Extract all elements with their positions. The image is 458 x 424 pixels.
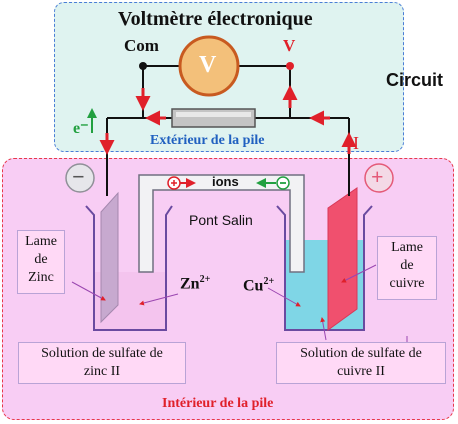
electron-label: e⁻ xyxy=(73,120,89,137)
zinc-solution-label: Solution de sulfate de zinc II xyxy=(18,342,186,384)
zinc-plate-label: Lame de Zinc xyxy=(17,230,65,294)
salt-bridge-label: Pont Salin xyxy=(189,212,253,228)
voltmeter xyxy=(178,35,240,97)
current-label: I xyxy=(353,133,359,153)
zinc-beaker xyxy=(85,205,173,331)
zinc-plate-label-line: Zinc xyxy=(28,270,54,285)
ions-label: ions xyxy=(212,174,239,189)
zinc-plate-label-line: Lame xyxy=(25,234,57,249)
com-label: Com xyxy=(124,36,159,55)
copper-plate-label: Lame de cuivre xyxy=(377,236,437,300)
com-terminal xyxy=(139,62,147,70)
copper-ion-label: Cu2+ xyxy=(243,276,274,295)
copper-ion-symbol: Cu xyxy=(243,277,264,295)
copper-solution-label-line: cuivre II xyxy=(337,364,385,379)
zinc-solution-label-line: zinc II xyxy=(83,364,121,379)
copper-plate-label-line: de xyxy=(400,258,414,273)
zinc-ion-symbol: Zn xyxy=(180,275,200,293)
copper-plate-label-line: Lame xyxy=(391,240,423,255)
current-arrows xyxy=(99,85,357,155)
minus-symbol: − xyxy=(72,164,85,189)
zinc-plate-label-line: de xyxy=(34,252,48,267)
copper-solution-label-line: Solution de sulfate de xyxy=(300,346,422,361)
anion-badge xyxy=(276,176,290,190)
zinc-ion-charge: 2+ xyxy=(199,274,211,285)
plus-symbol: + xyxy=(371,164,384,189)
zinc-ion-label: Zn2+ xyxy=(180,274,210,293)
copper-ion-charge: 2+ xyxy=(263,276,275,287)
negative-terminal-badge xyxy=(65,163,95,193)
voltmeter-symbol: V xyxy=(199,52,217,78)
diagram-title: Voltmètre électronique xyxy=(118,8,313,30)
cation-badge xyxy=(167,176,181,190)
resistor xyxy=(171,108,256,128)
copper-plate xyxy=(327,187,358,331)
zinc-solution-label-line: Solution de sulfate de xyxy=(41,346,163,361)
circuit-label: Circuit xyxy=(386,70,444,90)
interior-label: Intérieur de la pile xyxy=(162,396,274,411)
v-terminal-label: V xyxy=(283,36,296,55)
v-terminal xyxy=(286,62,294,70)
copper-plate-label-line: cuivre xyxy=(389,276,425,291)
copper-solution-label: Solution de sulfate de cuivre II xyxy=(276,342,446,384)
zinc-plate xyxy=(100,191,119,324)
exterior-label: Extérieur de la pile xyxy=(150,133,265,148)
positive-terminal-badge xyxy=(364,163,394,193)
